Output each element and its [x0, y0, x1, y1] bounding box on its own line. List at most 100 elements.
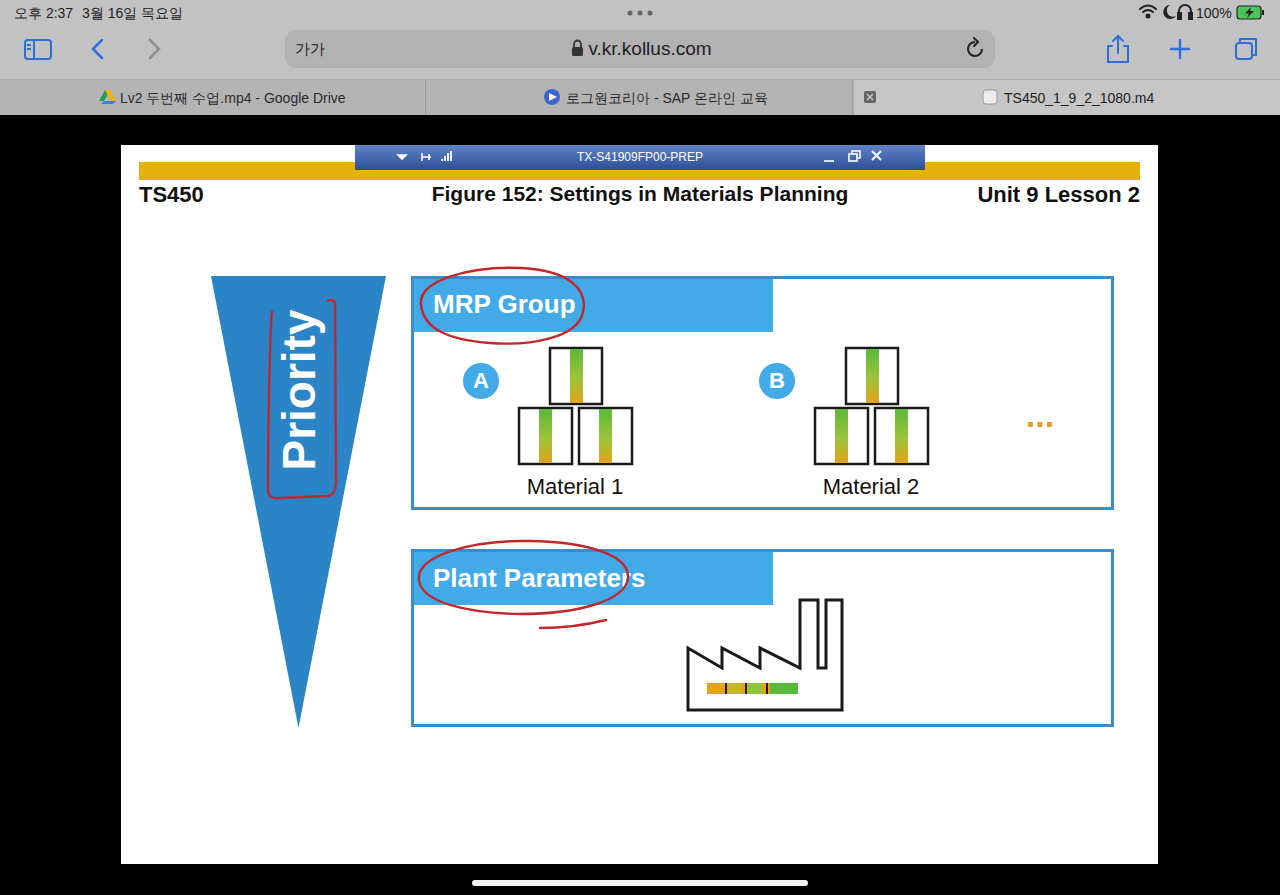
browser-chrome: [0, 0, 1280, 115]
battery-icon: [1237, 6, 1261, 19]
status-date: 3월 16일 목요일: [82, 5, 183, 21]
material-icon: [835, 409, 848, 463]
factory-icon: [745, 683, 747, 694]
wifi-icon: [1143, 10, 1153, 12]
video-area: [0, 115, 1280, 895]
battery-icon: [1237, 6, 1264, 19]
factory-icon: [728, 683, 742, 694]
node-text: 가가: [295, 40, 325, 57]
share-icon: [1108, 36, 1128, 62]
status-dots: [638, 11, 643, 16]
node-text: TS450_1_9_2_1080.m4: [1004, 89, 1154, 105]
node-text: Priority: [272, 309, 325, 470]
node-text: A: [473, 368, 489, 393]
share-icon: [1117, 36, 1119, 53]
material-icon: [519, 348, 632, 464]
node-text: MRP Group: [433, 290, 576, 320]
material-icon: [539, 349, 612, 463]
factory-icon: [748, 683, 762, 694]
material-icon: [875, 408, 928, 464]
status-dots: [628, 11, 633, 16]
unit-lesson: Unit 9 Lesson 2: [977, 182, 1140, 207]
status-dots: [648, 11, 653, 16]
home-indicator: [472, 880, 808, 886]
material-icon: [866, 349, 879, 403]
tabs-icon: [1236, 43, 1252, 59]
triangle-fill: [211, 276, 386, 728]
material-icon: [815, 348, 928, 464]
moon-icon: [1163, 5, 1176, 19]
sidebar-icon: [27, 44, 31, 46]
battery-icon: [1245, 7, 1254, 18]
factory-icon: [688, 600, 842, 710]
browser-tab: Lv2 두번째 수업.mp4 - Google Drive: [0, 80, 426, 115]
new-tab-icon: [1171, 48, 1189, 50]
wifi-icon: [1140, 6, 1156, 10]
material-icon: [815, 408, 868, 464]
back-chevron: [93, 40, 102, 58]
wifi-icon: [1140, 6, 1156, 18]
ellipsis-mark: ...: [1026, 396, 1054, 435]
node-text: 로그원코리아 - SAP 온라인 교육: [566, 89, 768, 105]
headphones-icon: [1178, 5, 1192, 19]
material-label: Material 1: [527, 474, 624, 499]
factory-icon: [766, 683, 768, 694]
headphones-icon: [1189, 13, 1192, 19]
wifi-icon: [1147, 15, 1150, 18]
tabs-icon: [1240, 39, 1256, 55]
group-letter-badge: B: [759, 363, 795, 399]
new-tab-icon: [1171, 40, 1189, 58]
headphones-icon: [1178, 13, 1181, 19]
material-label: Material 2: [823, 474, 920, 499]
browser-tab-active: TS450_1_9_2_1080.m4: [854, 80, 1280, 115]
material-icon: [539, 409, 552, 463]
headphones-icon: [1179, 5, 1191, 17]
material-icon: [519, 348, 632, 464]
node-text: TX-S41909FP00-PREP: [577, 151, 703, 165]
node-text: Plant Parameters: [433, 564, 645, 594]
material-icon: [579, 408, 632, 464]
status-time: 오후 2:37: [14, 5, 73, 21]
priority-triangle: Priority: [211, 276, 386, 728]
sidebar-icon: [33, 40, 35, 59]
window-title-bar: TX-S41909FP00-PREP: [355, 145, 925, 170]
material-icon: [846, 348, 898, 404]
pen-annotation: [540, 620, 606, 628]
status-dots: [628, 11, 653, 16]
group-letter-badge: A: [463, 363, 499, 399]
node-text: Lv2 두번째 수업.mp4 - Google Drive: [120, 89, 346, 105]
material-icon: [815, 348, 928, 464]
factory-icon: [770, 683, 798, 694]
factory-icon: [725, 683, 727, 694]
material-icon: [599, 409, 612, 463]
share-icon: [1108, 46, 1128, 62]
sidebar-icon: [25, 40, 51, 59]
share-icon: [1113, 36, 1123, 41]
sidebar-icon: [27, 48, 31, 50]
material-icon: [835, 349, 908, 463]
slide-title: Figure 152: Settings in Materials Planni…: [432, 182, 849, 206]
factory-icon: [726, 683, 767, 694]
sidebar-icon: [25, 40, 51, 59]
browser-tab: 로그원코리아 - SAP 온라인 교육: [427, 80, 853, 115]
slide: [121, 145, 1158, 864]
material-icon: [895, 409, 908, 463]
address-bar: 가가 v.kr.kollus.com: [285, 30, 995, 68]
forward-chevron: [150, 40, 159, 58]
battery-percent: 100%: [1196, 5, 1232, 21]
factory-icon: [707, 683, 798, 694]
material-icon: [550, 348, 602, 404]
node-text: B: [769, 368, 785, 393]
node-text: v.kr.kollus.com: [588, 38, 711, 60]
battery-icon: [1262, 10, 1264, 15]
plant-parameters-panel: Plant Parameters: [411, 549, 1114, 727]
material-icon: [570, 349, 583, 403]
tab-strip: [0, 79, 1280, 115]
course-code: TS450: [139, 182, 204, 207]
mrp-group-panel: MRP GroupA B: [411, 276, 1114, 510]
new-tab-icon: [1179, 40, 1181, 58]
material-icon: [519, 408, 572, 464]
tabs-icon: [1236, 39, 1256, 59]
